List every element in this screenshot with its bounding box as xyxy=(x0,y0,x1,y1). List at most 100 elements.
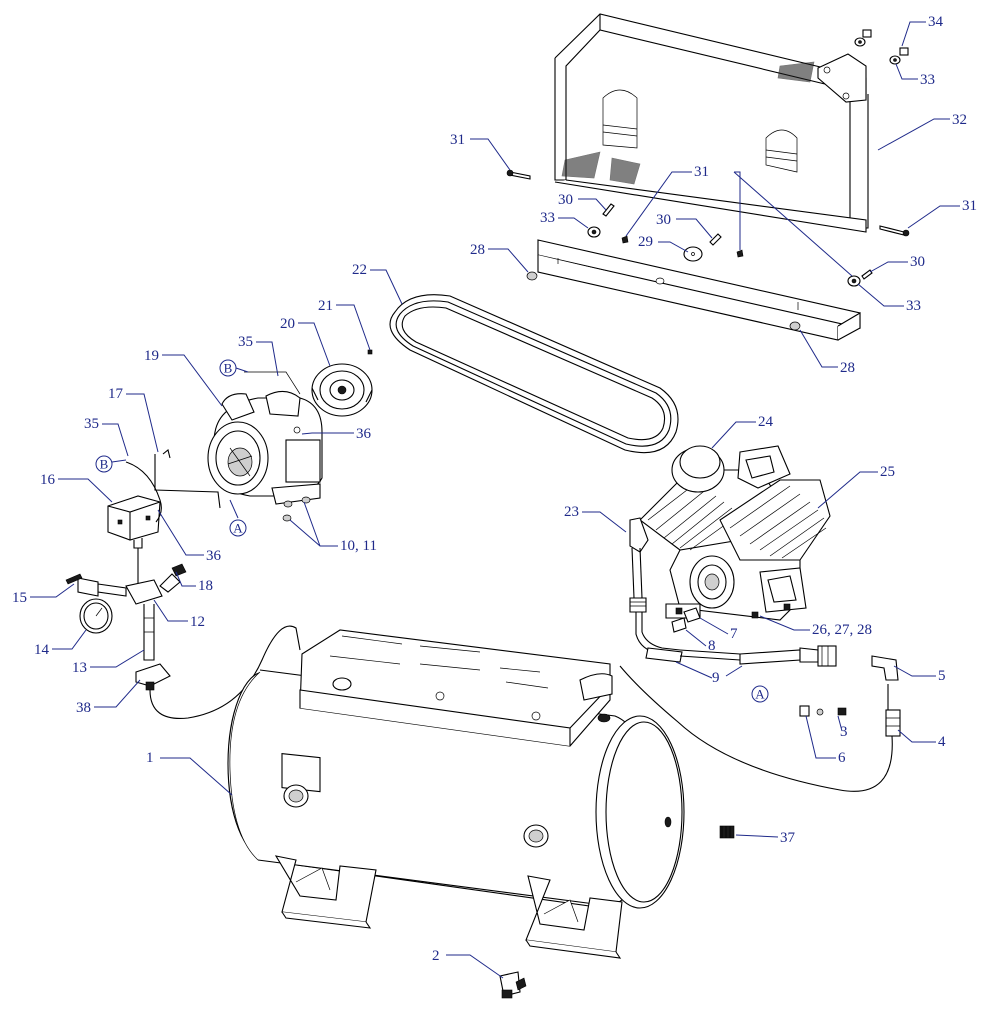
leader-line-c7 xyxy=(699,617,729,635)
callout-label-c30b: 30 xyxy=(656,212,671,228)
leader-line-c36b xyxy=(157,509,204,556)
leader-line-c34 xyxy=(901,21,926,47)
key-21 xyxy=(367,349,373,355)
callout-label-c7: 7 xyxy=(730,626,738,642)
pressure-switch-assembly xyxy=(65,449,221,691)
screw-31-right xyxy=(879,225,910,237)
v-belt xyxy=(389,294,679,454)
leader-line-c1 xyxy=(160,757,233,796)
leader-line-c28b xyxy=(799,329,838,368)
callout-label-c5: 5 xyxy=(938,668,946,684)
check-valve-parts xyxy=(799,705,901,737)
tank-plug xyxy=(719,825,735,839)
callout-label-c31b: 31 xyxy=(694,164,709,180)
reference-marker-mB2: B xyxy=(95,455,127,473)
nut-28-right xyxy=(789,321,801,331)
screw-30-a xyxy=(602,203,615,217)
leader-line-c30a xyxy=(578,198,607,211)
callout-label-c21: 21 xyxy=(318,298,333,314)
nut-34b xyxy=(899,47,909,56)
leader-line-c14 xyxy=(52,629,87,650)
callout-label-c22: 22 xyxy=(352,262,367,278)
reference-marker-mA1: A xyxy=(229,499,247,537)
callout-label-c18: 18 xyxy=(198,578,213,594)
washer-33-right xyxy=(847,275,861,287)
callout-label-c34: 34 xyxy=(928,14,944,30)
callout-label-c4: 4 xyxy=(938,734,946,750)
callout-label-c16: 16 xyxy=(40,472,56,488)
callout-label-c14: 14 xyxy=(34,642,50,658)
callout-label-c9: 9 xyxy=(712,670,720,686)
callout-label-c10: 10, 11 xyxy=(340,538,377,554)
leader-line-c20 xyxy=(298,322,331,367)
leader-line-c17 xyxy=(126,393,159,453)
nut-11 xyxy=(301,496,311,504)
leader-line-c32 xyxy=(877,118,950,151)
fitting-6 xyxy=(799,705,810,717)
leader-line-c13 xyxy=(90,649,145,668)
marker-letter-mB2: B xyxy=(100,457,109,472)
leader-line-c30c xyxy=(869,261,908,273)
leader-line-c18 xyxy=(175,571,196,587)
drain-valve xyxy=(499,971,527,999)
leader-line-c23 xyxy=(582,511,627,533)
leader-line-c35a xyxy=(256,341,279,377)
screw-31-left xyxy=(506,169,531,180)
callout-label-c1: 1 xyxy=(146,750,154,766)
callout-label-c36b: 36 xyxy=(206,548,222,564)
tank-tubing xyxy=(149,625,893,792)
callout-label-c33c: 33 xyxy=(906,298,921,314)
callout-label-c36a: 36 xyxy=(356,426,372,442)
leader-line-c35b xyxy=(102,423,129,457)
leader-line-c3 xyxy=(837,715,843,732)
leader-line-c9 xyxy=(675,661,743,679)
leader-line-c12 xyxy=(153,599,188,622)
callout-label-c30a: 30 xyxy=(558,192,573,208)
callout-label-c6: 6 xyxy=(838,750,846,766)
callout-label-c25: 25 xyxy=(880,464,895,480)
guard-bracket xyxy=(526,239,861,341)
washer-33-mid xyxy=(587,226,601,238)
callout-label-c20: 20 xyxy=(280,316,295,332)
spring-3 xyxy=(837,707,847,716)
air-tank xyxy=(227,629,685,959)
leader-line-c24 xyxy=(711,421,756,449)
leader-line-c31c xyxy=(907,205,960,229)
leader-line-c15 xyxy=(30,583,75,598)
leader-line-c6 xyxy=(805,715,836,759)
washer-33-top xyxy=(854,37,866,47)
electric-motor xyxy=(207,371,323,522)
washer-33-top2 xyxy=(889,55,901,65)
callout-label-c38: 38 xyxy=(76,700,91,716)
washer-29 xyxy=(683,246,703,262)
leader-line-c33c xyxy=(857,283,904,307)
callout-label-c15: 15 xyxy=(12,590,27,606)
callout-label-c33a: 33 xyxy=(540,210,555,226)
callout-label-c28b: 28 xyxy=(840,360,855,376)
callout-label-c23: 23 xyxy=(564,504,579,520)
callout-label-c13: 13 xyxy=(72,660,87,676)
leader-line-c4 xyxy=(897,729,936,743)
leader-line-c25 xyxy=(817,471,878,509)
callout-label-c31c: 31 xyxy=(962,198,977,214)
leader-line-c30b xyxy=(676,218,713,239)
motor-pulley xyxy=(311,363,373,417)
callout-label-c19: 19 xyxy=(144,348,159,364)
belt-guard xyxy=(554,13,869,233)
leader-line-c33a xyxy=(558,217,589,229)
callout-label-c24: 24 xyxy=(758,414,774,430)
leader-line-c8 xyxy=(685,629,707,647)
nut-10b xyxy=(282,514,292,522)
check-valve-4 xyxy=(885,709,901,737)
callout-label-c33b: 33 xyxy=(920,72,935,88)
ball-3a xyxy=(816,708,824,716)
leader-line-c37 xyxy=(735,834,779,838)
nut-10 xyxy=(283,500,293,508)
fitting-8 xyxy=(671,617,687,633)
marker-letter-mA2: A xyxy=(755,687,765,702)
callout-label-c35b: 35 xyxy=(84,416,99,432)
screw-31-mid xyxy=(736,249,744,258)
marker-letter-mB1: B xyxy=(224,361,233,376)
